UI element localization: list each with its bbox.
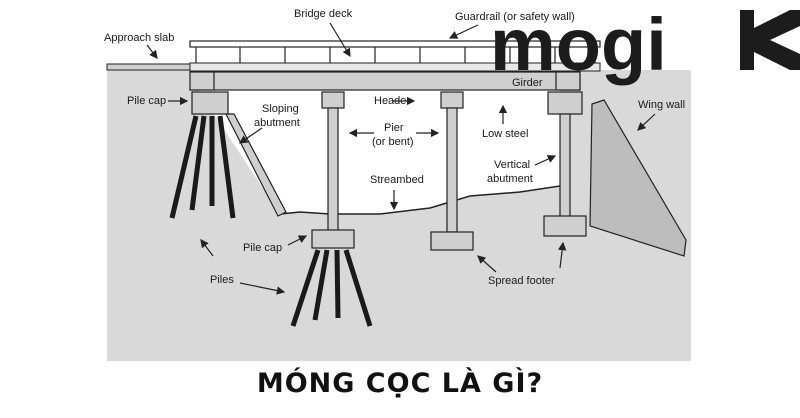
- right-cap: [547, 91, 583, 115]
- right-abutment-top: [555, 71, 581, 91]
- label-piles: Piles: [210, 274, 234, 286]
- label-girder: Girder: [512, 77, 543, 89]
- guardrail: [189, 40, 601, 48]
- left-abutment-top: [189, 71, 215, 91]
- center-piles: [290, 249, 373, 327]
- header-pier-2: [440, 91, 464, 109]
- header-pier-1: [321, 91, 345, 109]
- label-wing-wall: Wing wall: [638, 99, 685, 111]
- brand-mark-bar: [740, 10, 754, 70]
- annotation-arrows: [146, 22, 656, 295]
- page-caption: MÓNG CỌC LÀ GÌ?: [256, 368, 544, 399]
- left-piles: [169, 115, 236, 219]
- label-guardrail: Guardrail (or safety wall): [455, 11, 575, 23]
- streambed-line: [279, 185, 561, 215]
- pile-cap-center: [311, 229, 355, 249]
- label-pier-2: (or bent): [372, 136, 414, 148]
- label-sloping-2: abutment: [254, 117, 300, 129]
- label-sloping-1: Sloping: [262, 103, 299, 115]
- vertical-abutment: [559, 113, 571, 219]
- pile-cap-left: [191, 91, 229, 115]
- guardrail-posts: [195, 47, 596, 63]
- spread-footer-2: [543, 215, 587, 237]
- wing-wall: [589, 99, 687, 257]
- label-approach-slab: Approach slab: [104, 32, 174, 44]
- approach-slab: [106, 63, 198, 71]
- label-vertical-2: abutment: [487, 173, 533, 185]
- label-pier-1: Pier: [384, 122, 404, 134]
- label-streambed: Streambed: [370, 174, 424, 186]
- label-pile-cap-center: Pile cap: [243, 242, 282, 254]
- spread-footer-1: [430, 231, 474, 251]
- brand-mark-arrow: [754, 10, 800, 70]
- brand-logo: mogi: [490, 3, 800, 86]
- label-spread-footer: Spread footer: [488, 275, 555, 287]
- label-pile-cap-left: Pile cap: [127, 95, 166, 107]
- label-low-steel: Low steel: [482, 128, 528, 140]
- pier-1: [327, 107, 339, 233]
- label-vertical-1: Vertical: [494, 159, 530, 171]
- water-area: [198, 90, 560, 214]
- brand-wordmark: mogi: [490, 3, 667, 86]
- bridge-deck: [189, 62, 601, 72]
- pier-2: [446, 107, 458, 233]
- label-bridge-deck: Bridge deck: [294, 8, 353, 20]
